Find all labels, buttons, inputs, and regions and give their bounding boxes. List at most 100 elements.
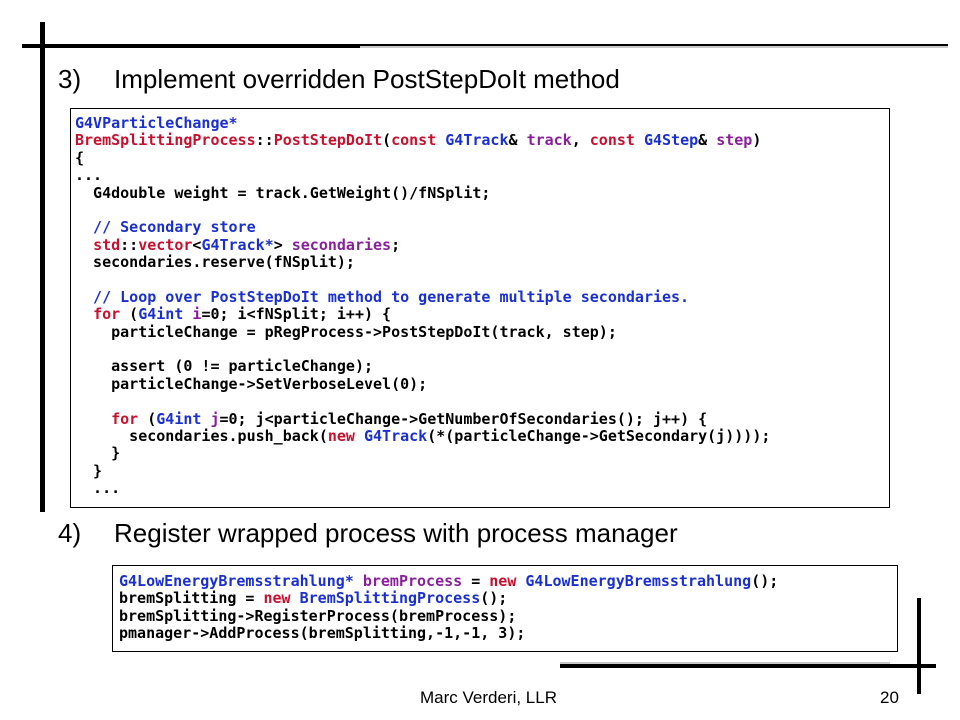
- code-line: [75, 341, 885, 358]
- code-token: (*(particleChange->GetSecondary(j))));: [427, 427, 771, 446]
- code-token: [635, 131, 644, 149]
- code-line: [75, 272, 885, 289]
- footer-author: Marc Verderi, LLR: [420, 688, 557, 707]
- code-token: G4int: [138, 305, 184, 324]
- code-token: // Loop over PostStepDoIt method to gene…: [75, 287, 690, 306]
- code-token: G4LowEnergyBremsstrahlung*: [119, 572, 354, 590]
- code-line: }: [75, 462, 885, 480]
- code-token: [291, 589, 300, 607]
- section-heading-4: 4) Register wrapped process with process…: [58, 518, 678, 549]
- heading-text: Implement overridden PostStepDoIt method: [114, 64, 620, 94]
- code-line: pmanager->AddProcess(bremSplitting,-1,-1…: [119, 624, 891, 643]
- frame-line-vertical-left: [40, 22, 45, 512]
- code-token: BremSplittingProcess: [75, 131, 256, 150]
- code-line: particleChange = pRegProcess->PostStepDo…: [75, 322, 885, 341]
- code-block-register-process: G4LowEnergyBremsstrahlung* bremProcess =…: [112, 565, 898, 652]
- code-token: new: [263, 589, 291, 608]
- code-line: secondaries.reserve(fNSplit);: [75, 253, 885, 272]
- code-line: std::vector<G4Track*> secondaries;: [75, 235, 885, 254]
- code-line: bremSplitting = new BremSplittingProcess…: [119, 590, 891, 607]
- code-token: [75, 410, 111, 428]
- code-token: ,: [571, 131, 590, 150]
- code-token: [75, 305, 93, 323]
- code-line: G4double weight = track.GetWeight()/fNSp…: [75, 183, 885, 202]
- code-token: }: [75, 444, 121, 463]
- frame-line-horizontal-bottom: [560, 664, 936, 668]
- code-token: particleChange->SetVerboseLevel(0);: [75, 374, 428, 393]
- code-token: for: [111, 409, 139, 428]
- code-token: track: [526, 131, 572, 150]
- code-token: [354, 572, 363, 590]
- frame-line-horizontal-bottom-shadow: [560, 662, 890, 664]
- code-token: G4Track: [364, 427, 428, 446]
- code-token: new: [327, 427, 355, 446]
- code-line: for (G4int i=0; i<fNSplit; i++) {: [75, 306, 885, 323]
- code-token: // Secondary store: [75, 218, 256, 237]
- code-token: particleChange = pRegProcess->PostStepDo…: [75, 322, 617, 341]
- code-line: bremSplitting->RegisterProcess(bremProce…: [119, 606, 891, 625]
- code-token: new: [489, 572, 517, 590]
- code-token: ::: [255, 131, 274, 150]
- code-token: G4LowEnergyBremsstrahlung: [525, 572, 752, 590]
- code-token: ...: [75, 479, 121, 498]
- code-token: std: [93, 235, 121, 254]
- code-token: ();: [751, 572, 779, 590]
- code-token: j: [210, 409, 220, 428]
- code-token: =0; i<fNSplit; i++) {: [201, 305, 392, 324]
- code-token: G4int: [156, 409, 202, 428]
- code-token: G4Step: [643, 131, 699, 150]
- code-token: i: [192, 305, 202, 324]
- code-line: // Loop over PostStepDoIt method to gene…: [75, 287, 885, 306]
- heading-number: 3): [58, 64, 82, 94]
- code-token: ): [752, 131, 762, 150]
- code-token: step: [716, 131, 753, 150]
- code-token: const: [589, 131, 635, 150]
- code-line: particleChange->SetVerboseLevel(0);: [75, 374, 885, 393]
- code-token: G4double weight = track.GetWeight()/fNSp…: [75, 183, 491, 202]
- code-token: (: [382, 131, 392, 150]
- code-line: BremSplittingProcess::PostStepDoIt(const…: [75, 132, 885, 149]
- code-token: BremSplittingProcess: [299, 589, 481, 608]
- code-line: ...: [75, 166, 885, 184]
- code-line: assert (0 != particleChange);: [75, 358, 885, 375]
- code-line: [75, 202, 885, 219]
- frame-line-horizontal-top-shadow: [360, 46, 948, 48]
- code-token: >: [273, 235, 292, 254]
- code-token: bremSplitting->RegisterProcess(bremProce…: [119, 606, 517, 625]
- code-token: [75, 236, 93, 254]
- code-line: }: [75, 445, 885, 462]
- code-token: ();: [480, 589, 508, 608]
- heading-text: Register wrapped process with process ma…: [114, 518, 678, 548]
- code-token: secondaries.reserve(fNSplit);: [75, 253, 355, 272]
- code-token: PostStepDoIt: [273, 131, 383, 150]
- code-line: for (G4int j=0; j<particleChange->GetNum…: [75, 409, 885, 428]
- section-heading-3: 3) Implement overridden PostStepDoIt met…: [58, 64, 620, 95]
- code-token: ;: [391, 235, 401, 254]
- code-line: ...: [75, 480, 885, 497]
- code-token: pmanager->AddProcess(bremSplitting,-1,-1…: [119, 624, 526, 643]
- frame-line-vertical-right: [917, 598, 921, 694]
- heading-number: 4): [58, 518, 82, 548]
- code-line: {: [75, 149, 885, 167]
- code-token: =0; j<particleChange->GetNumberOfSeconda…: [219, 409, 708, 428]
- code-token: bremSplitting =: [119, 589, 264, 608]
- code-token: G4VParticleChange*: [75, 114, 238, 132]
- code-token: [436, 131, 445, 149]
- code-line: G4LowEnergyBremsstrahlung* bremProcess =…: [119, 572, 891, 590]
- code-token: <: [192, 235, 202, 254]
- code-token: (: [120, 305, 139, 324]
- code-token: &: [508, 131, 527, 150]
- code-token: secondaries.push_back(: [75, 427, 328, 446]
- code-line: secondaries.push_back(new G4Track(*(part…: [75, 427, 885, 446]
- code-line: G4VParticleChange*: [75, 114, 885, 132]
- code-token: &: [698, 131, 717, 150]
- code-token: secondaries: [291, 235, 392, 254]
- page-number: 20: [880, 688, 899, 707]
- code-token: =: [462, 572, 490, 590]
- code-token: vector: [138, 235, 193, 254]
- code-token: const: [391, 131, 437, 150]
- code-block-poststepdoit: G4VParticleChange*BremSplittingProcess::…: [70, 108, 890, 508]
- code-token: bremProcess: [362, 572, 463, 590]
- code-line: // Secondary store: [75, 219, 885, 236]
- code-token: assert (0 != particleChange);: [75, 357, 374, 376]
